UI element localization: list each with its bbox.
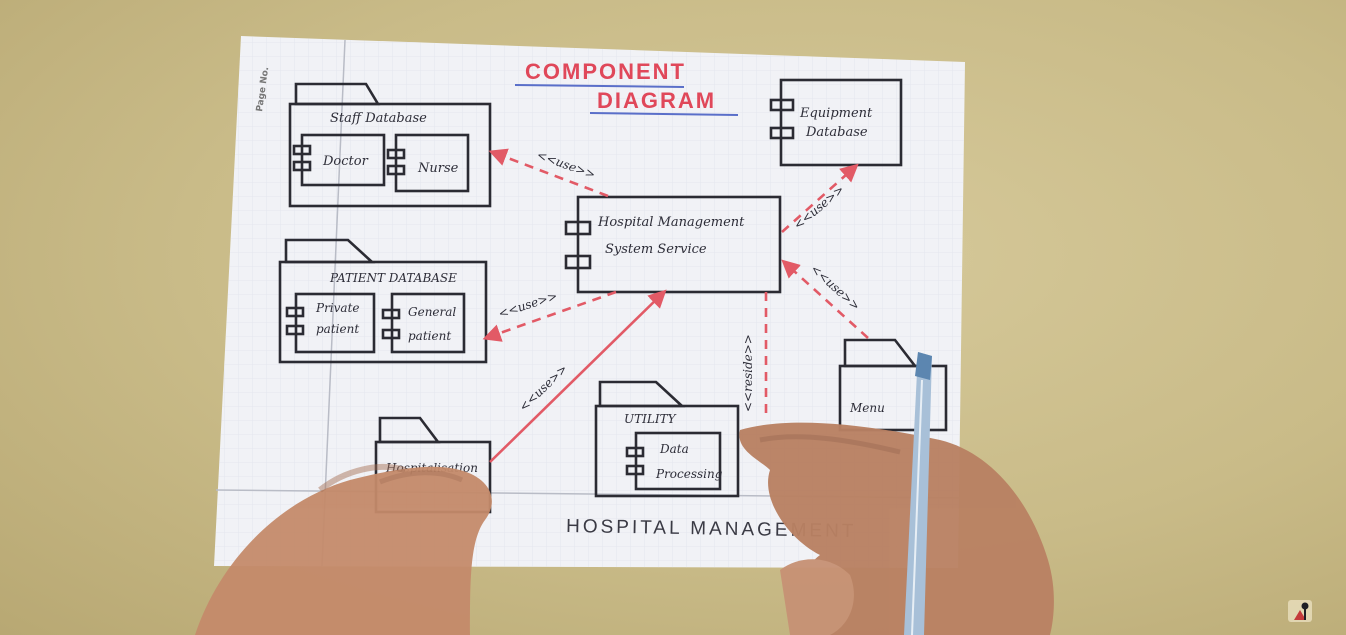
- utility-title: UTILITY: [624, 412, 677, 426]
- use-arrow-patient: [482, 290, 617, 342]
- left-hand: [195, 464, 492, 635]
- use-arrow-menu: [781, 259, 869, 339]
- utility-package: UTILITY Data Processing: [594, 380, 740, 498]
- menu-title: Menu: [849, 401, 885, 415]
- data-processing-label-2: Processing: [655, 467, 723, 481]
- equipment-database-component: Equipment Database: [769, 78, 903, 167]
- use-arrow-staff: [488, 148, 609, 198]
- staff-database-package: Staff Database Doctor Nurse: [288, 82, 492, 208]
- equipment-label-1: Equipment: [799, 106, 873, 121]
- data-processing-label-1: Data: [659, 442, 689, 456]
- reside-label: <<reside>>: [741, 334, 755, 412]
- equipment-label-2: Database: [805, 125, 868, 140]
- doctor-component-label: Doctor: [322, 154, 369, 169]
- diagram-title-line2: DIAGRAM: [597, 88, 716, 113]
- private-patient-label-2: patient: [316, 322, 359, 336]
- nurse-component-label: Nurse: [417, 161, 459, 176]
- hms-label-1: Hospital Management: [597, 215, 745, 230]
- general-patient-label-1: General: [408, 305, 456, 319]
- patient-database-package: PATIENT DATABASE Private patient General…: [278, 238, 488, 364]
- private-patient-label-1: Private: [315, 301, 360, 315]
- patient-database-title: PATIENT DATABASE: [329, 271, 457, 285]
- channel-logo-icon: [1288, 600, 1312, 622]
- use-arrow-equipment: [781, 163, 859, 233]
- right-hand: [739, 422, 1054, 635]
- hms-service-component: Hospital Management System Service: [564, 195, 782, 294]
- staff-database-title: Staff Database: [330, 111, 427, 126]
- hms-label-2: System Service: [605, 242, 707, 257]
- diagram-title-line1: COMPONENT: [525, 59, 686, 84]
- menu-package: Menu: [838, 338, 948, 432]
- pen: [904, 352, 932, 635]
- use-arrow-hospitalisation: [489, 289, 667, 463]
- general-patient-label-2: patient: [408, 329, 451, 343]
